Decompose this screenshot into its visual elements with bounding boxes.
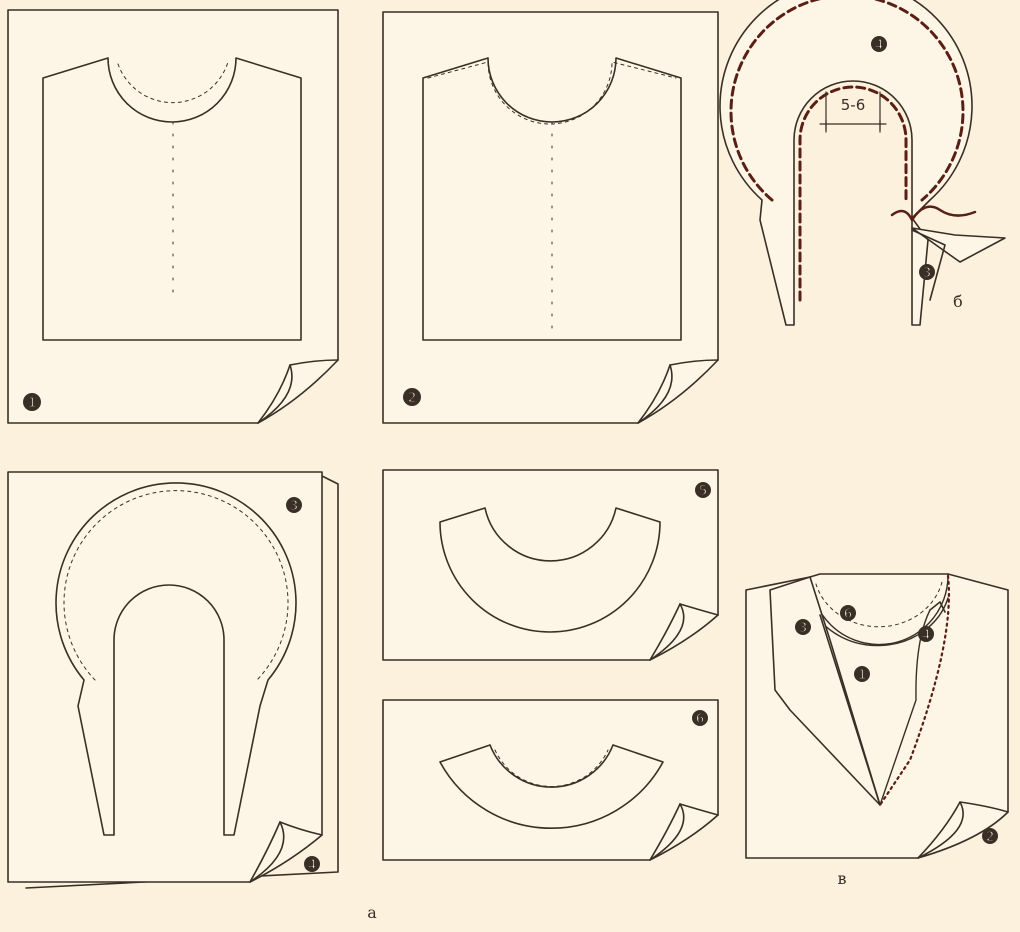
detail-b-piece-3: 3	[922, 266, 931, 281]
number-label-5: 5	[698, 484, 707, 499]
number-badge-1	[23, 393, 41, 411]
sheet-1: 1	[7, 9, 339, 424]
bodice-piece	[422, 57, 682, 341]
collar-piece-4	[719, 0, 973, 326]
sheet-3: 3 4	[7, 471, 339, 889]
detail-v-label-3: 3	[798, 621, 807, 636]
number-badge-2	[403, 388, 421, 406]
detail-v-label-1: 1	[857, 668, 866, 683]
detail-b: 5-6 4 3 б	[719, 0, 1006, 326]
detail-v-label-6: 6	[843, 607, 852, 622]
detail-v-label-2: 2	[985, 830, 994, 845]
sheet-6: 6	[382, 699, 719, 861]
facing-piece	[439, 744, 664, 829]
number-label-2: 2	[407, 391, 416, 406]
detail-v-label-4: 4	[921, 628, 930, 643]
number-label-1: 1	[27, 396, 36, 411]
neckband-piece	[439, 507, 661, 633]
detail-b-piece-4: 4	[874, 38, 883, 53]
detail-v-caption: в	[837, 869, 846, 888]
measure-label: 5-6	[841, 96, 866, 114]
number-label-3: 3	[289, 499, 298, 514]
sheet-5: 5	[382, 469, 719, 661]
bodice-piece	[42, 57, 302, 341]
number-label-6: 6	[695, 712, 704, 727]
detail-b-caption: б	[953, 292, 963, 311]
caption-a: а	[367, 903, 377, 922]
detail-v: 6 3 4 1 2 в	[745, 573, 1009, 888]
number-label-4: 4	[307, 858, 316, 873]
collar-piece	[55, 482, 297, 836]
sheet-2: 2	[382, 11, 719, 424]
